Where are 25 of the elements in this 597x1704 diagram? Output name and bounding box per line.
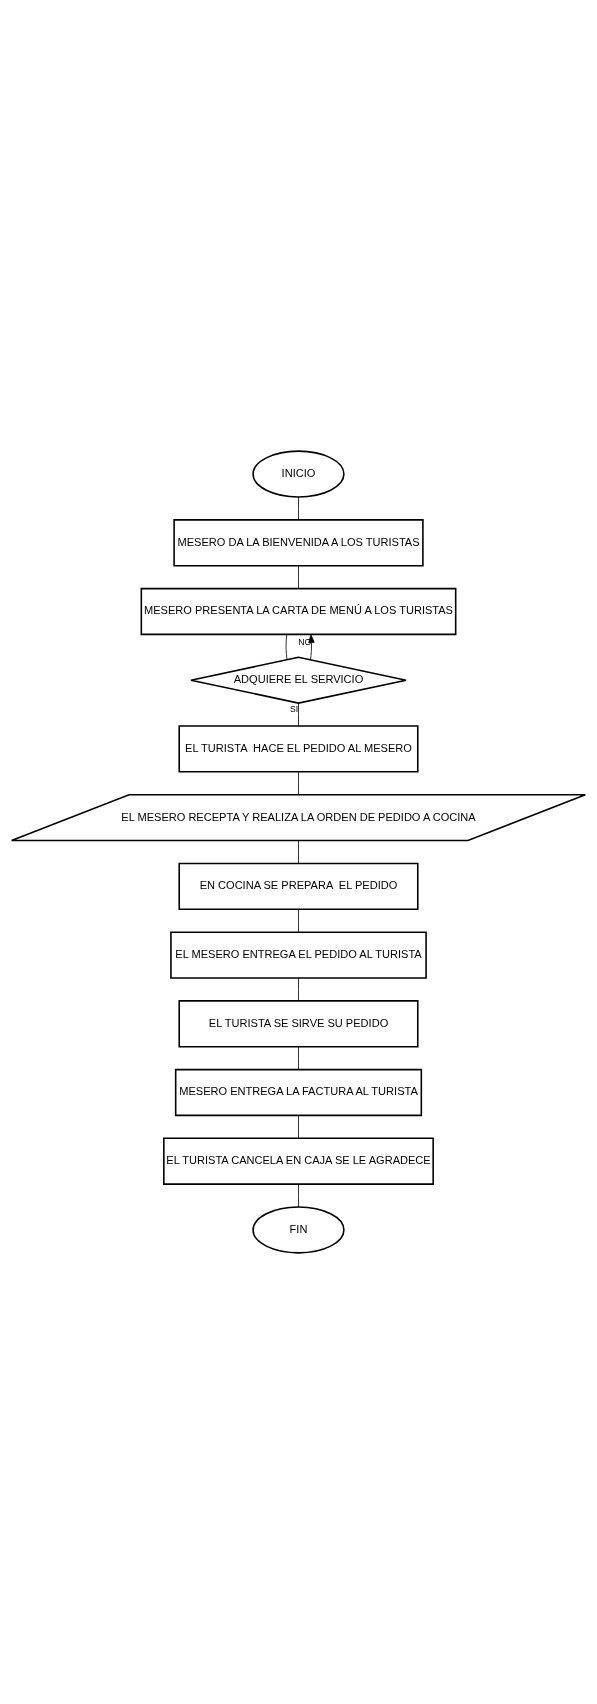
connector [298,702,299,727]
edge-label: SI [290,704,299,715]
connector [285,634,288,661]
node-box: MESERO PRESENTA LA CARTA DE MENÚ A LOS TURISTAS [140,587,457,636]
connector [298,840,299,864]
node-box: MESERO DA LA BIENVENIDA A LOS TURISTAS [173,519,424,567]
connector [298,565,299,589]
node-ellipse: FIN [252,1206,345,1254]
connector [298,1046,299,1070]
node-box: EL TURISTA SE SIRVE SU PEDIDO [178,1000,419,1048]
arrow [308,634,315,661]
node-diamond: ADQUIERE EL SERVICIO [190,656,407,704]
connector [298,496,299,521]
node-box: EL TURISTA CANCELA EN CAJA SE LE AGRADECE [163,1137,434,1185]
node-box: MESERO ENTREGA LA FACTURA AL TURISTA [174,1068,423,1117]
node-box: EN COCINA SE PREPARA EL PEDIDO [178,862,419,911]
connector [298,909,299,933]
connector [298,977,299,1002]
node-box: EL TURISTA HACE EL PEDIDO AL MESERO [178,725,419,773]
connector [298,1115,299,1139]
connector [298,1183,299,1208]
connector [298,771,299,795]
node-box: EL MESERO ENTREGA EL PEDIDO AL TURISTA [170,931,427,979]
edge-label: NO [298,636,312,647]
node-ellipse: INICIO [252,450,345,498]
